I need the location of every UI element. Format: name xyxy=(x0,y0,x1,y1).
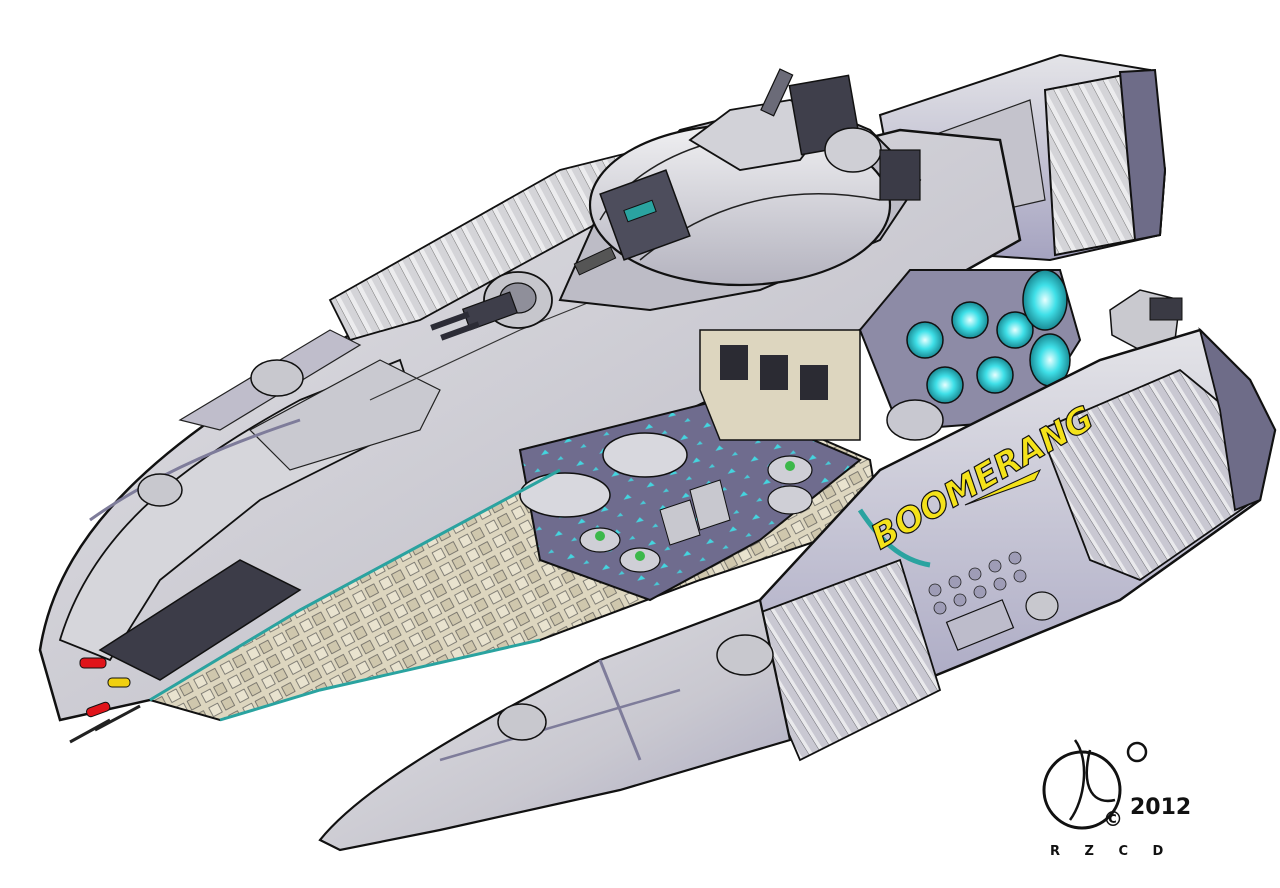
vent-grid xyxy=(928,551,1027,615)
artist-initials: R Z C D xyxy=(1050,844,1173,859)
command-dome xyxy=(558,68,922,312)
cutaway-interior xyxy=(147,329,882,722)
lower-engine-pod xyxy=(718,327,1277,762)
forward-weapons-bay xyxy=(69,559,302,744)
dorsal-gun-turret xyxy=(430,271,553,341)
copyright-year: 2012 xyxy=(1130,795,1191,820)
ventral-boom xyxy=(318,598,792,852)
reactor-core xyxy=(858,269,1082,441)
artist-signature: © 2012 R Z C D xyxy=(1042,739,1191,859)
rear-gun-mount xyxy=(1109,289,1183,351)
copyright-symbol: © xyxy=(1103,807,1123,831)
